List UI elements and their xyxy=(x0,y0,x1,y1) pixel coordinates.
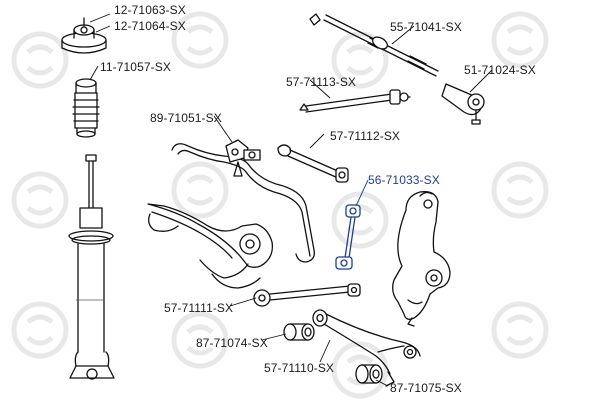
label-12-71064: 12-71064-SX xyxy=(114,19,186,33)
bushing-71074 xyxy=(283,323,315,341)
watermark-logo xyxy=(491,11,549,69)
watermark-logo xyxy=(171,11,229,69)
tie-rod-end xyxy=(441,83,485,125)
link-71111 xyxy=(253,283,361,307)
watermark-mark xyxy=(26,44,54,76)
shock-absorber xyxy=(68,154,115,380)
watermark-logo xyxy=(331,191,389,249)
label-89-71051: 89-71051-SX xyxy=(150,111,222,125)
label-55-71041: 55-71041-SX xyxy=(390,20,462,34)
steering-knuckle xyxy=(392,191,451,327)
watermark-logo xyxy=(491,161,549,219)
subframe xyxy=(147,203,274,289)
strut-boot xyxy=(72,78,100,138)
watermark-logo xyxy=(171,311,229,369)
label-11-71057: 11-71057-SX xyxy=(100,60,171,74)
label-87-71075: 87-71075-SX xyxy=(390,381,462,395)
bushing-71075 xyxy=(355,364,383,384)
stabilizer-link xyxy=(335,204,361,270)
watermark-logo xyxy=(11,301,69,359)
label-57-71111: 57-71111-SX xyxy=(164,301,234,315)
watermark-logo xyxy=(11,171,69,229)
watermark-logo xyxy=(331,341,389,399)
watermark-logo xyxy=(331,31,389,89)
watermark-mark xyxy=(506,314,534,346)
watermark-mark xyxy=(506,174,534,206)
link-71112 xyxy=(277,144,349,183)
link-71113 xyxy=(299,89,411,113)
watermark-mark xyxy=(26,314,54,346)
watermark-mark xyxy=(346,44,374,76)
watermark-mark xyxy=(186,174,214,206)
watermark-logo xyxy=(11,31,69,89)
tie-rod xyxy=(309,13,439,77)
label-57-71110: 57-71110-SX xyxy=(264,361,335,375)
watermark-mark xyxy=(26,184,54,216)
label-87-71074: 87-71074-SX xyxy=(196,336,268,350)
stabilizer-bar xyxy=(171,139,315,263)
label-12-71063: 12-71063-SX xyxy=(114,3,186,17)
watermark-logo xyxy=(171,161,229,219)
watermark-mark xyxy=(186,324,214,356)
label-57-71112: 57-71112-SX xyxy=(330,129,401,143)
watermark-mark xyxy=(506,24,534,56)
label-57-71113: 57-71113-SX xyxy=(286,75,357,89)
watermark-logo xyxy=(491,301,549,359)
leader-lines xyxy=(89,13,493,387)
watermark-mark xyxy=(186,24,214,56)
label-51-71024: 51-71024-SX xyxy=(464,63,536,77)
link-71110 xyxy=(312,309,421,387)
strut-mount xyxy=(61,17,107,54)
label-56-71033: 56-71033-SX xyxy=(368,173,440,187)
